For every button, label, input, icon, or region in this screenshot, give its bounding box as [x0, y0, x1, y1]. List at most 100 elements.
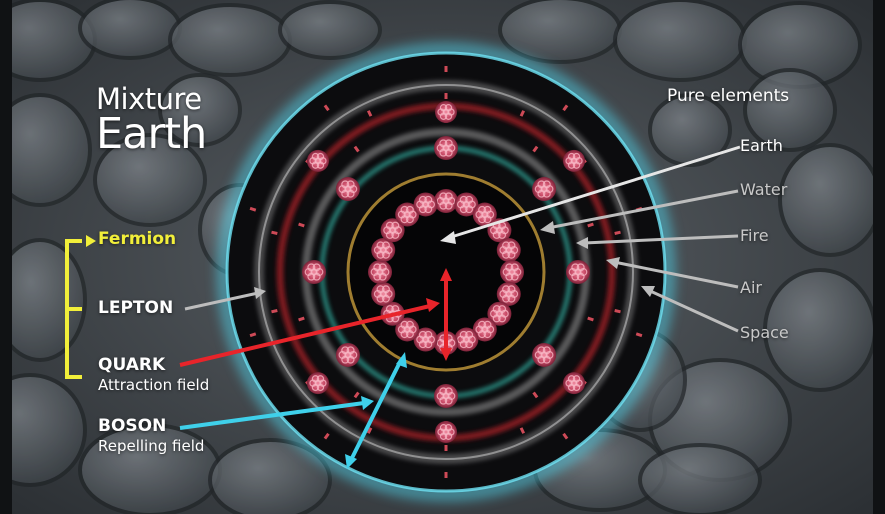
particle: [302, 260, 326, 284]
particle-cell: [442, 392, 450, 400]
rock: [78, 0, 182, 60]
particle-cell: [422, 200, 430, 209]
air-pointer: [613, 260, 739, 289]
ring-marker: [323, 432, 330, 440]
particle: [435, 101, 457, 123]
particle: [395, 317, 420, 342]
rock: [278, 0, 382, 60]
rock: [158, 73, 242, 147]
particle-cell: [508, 268, 516, 276]
particle: [532, 342, 557, 367]
particle-cell: [379, 246, 387, 254]
particle: [472, 317, 497, 342]
particle-cell: [462, 335, 470, 344]
particle-cell: [540, 351, 548, 359]
rock: [0, 93, 92, 207]
particle: [371, 281, 396, 306]
particle-cell: [389, 226, 397, 234]
particle: [532, 177, 557, 202]
water-pointer: [547, 189, 739, 230]
particle: [500, 260, 524, 284]
quark-pointer: [179, 304, 431, 367]
particle-cell: [376, 268, 384, 276]
boson-subtitle: Repelling field: [98, 437, 205, 455]
ring-marker: [444, 472, 448, 478]
quark-subtitle: Attraction field: [98, 376, 210, 394]
fire-pointer: [583, 234, 739, 245]
ring-marker: [614, 309, 621, 314]
particle-cell: [462, 200, 470, 209]
particle-cell: [481, 325, 489, 334]
particle: [413, 192, 438, 217]
particle: [371, 238, 396, 263]
ring-marker: [562, 432, 569, 440]
quark-label: QUARK: [98, 355, 166, 375]
particle-cell: [379, 290, 387, 298]
boson-pointer: [179, 401, 365, 430]
space-ring-line: [258, 84, 634, 460]
particle-cell: [442, 197, 450, 205]
ring-marker: [366, 110, 373, 117]
particle-cell: [570, 157, 578, 165]
particle: [306, 149, 329, 172]
particle: [563, 149, 586, 172]
pure-elements-heading: Pure elements: [667, 86, 790, 106]
particle: [395, 202, 420, 227]
left-border: [0, 0, 12, 514]
particle: [454, 192, 479, 217]
rock: [648, 93, 732, 167]
lepton-label: LEPTON: [98, 298, 174, 318]
particle-cell: [310, 268, 318, 276]
element-label-earth: Earth: [740, 136, 783, 155]
particle: [496, 281, 521, 306]
rock: [498, 0, 622, 64]
ring-marker: [323, 104, 330, 112]
ring-marker: [353, 145, 360, 153]
ring-marker: [249, 206, 257, 212]
ring-marker: [271, 309, 278, 314]
ring-marker: [366, 427, 373, 434]
particle-cell: [314, 157, 322, 165]
particle-cell: [505, 246, 513, 254]
fermion-bracket: [65, 239, 82, 379]
ring-marker: [298, 316, 305, 322]
particle: [434, 136, 458, 160]
particle-cell: [495, 310, 503, 318]
particle-cell: [422, 335, 430, 344]
particle-cell: [344, 351, 352, 359]
ring-marker: [532, 145, 539, 153]
space-pointer: [647, 288, 739, 333]
rock: [638, 443, 762, 514]
ring-marker: [587, 316, 594, 322]
particle: [306, 372, 329, 395]
particle-cell: [540, 185, 548, 193]
particle: [472, 202, 497, 227]
ring-marker: [298, 222, 305, 228]
rock: [0, 373, 87, 487]
rock: [778, 143, 882, 257]
ring-marker: [444, 445, 448, 451]
ring-marker: [587, 222, 594, 228]
particle-cell: [442, 108, 450, 116]
ring-marker: [271, 230, 278, 235]
ring-marker: [444, 93, 448, 99]
title-earth: Earth: [96, 109, 207, 159]
particle-cell: [481, 210, 489, 219]
particle: [380, 218, 405, 243]
element-label-space: Space: [740, 323, 789, 342]
particle-cell: [344, 185, 352, 193]
particle-cell: [314, 379, 322, 387]
particles: [302, 101, 590, 443]
particle: [496, 238, 521, 263]
ring-marker: [614, 230, 621, 235]
particle: [434, 189, 458, 213]
ring-marker: [635, 332, 643, 338]
particle: [434, 384, 458, 408]
ring-marker: [249, 332, 257, 338]
boson-field-arrow: [349, 359, 403, 461]
element-pointers: [179, 145, 741, 469]
particle: [563, 372, 586, 395]
rock: [208, 438, 332, 514]
